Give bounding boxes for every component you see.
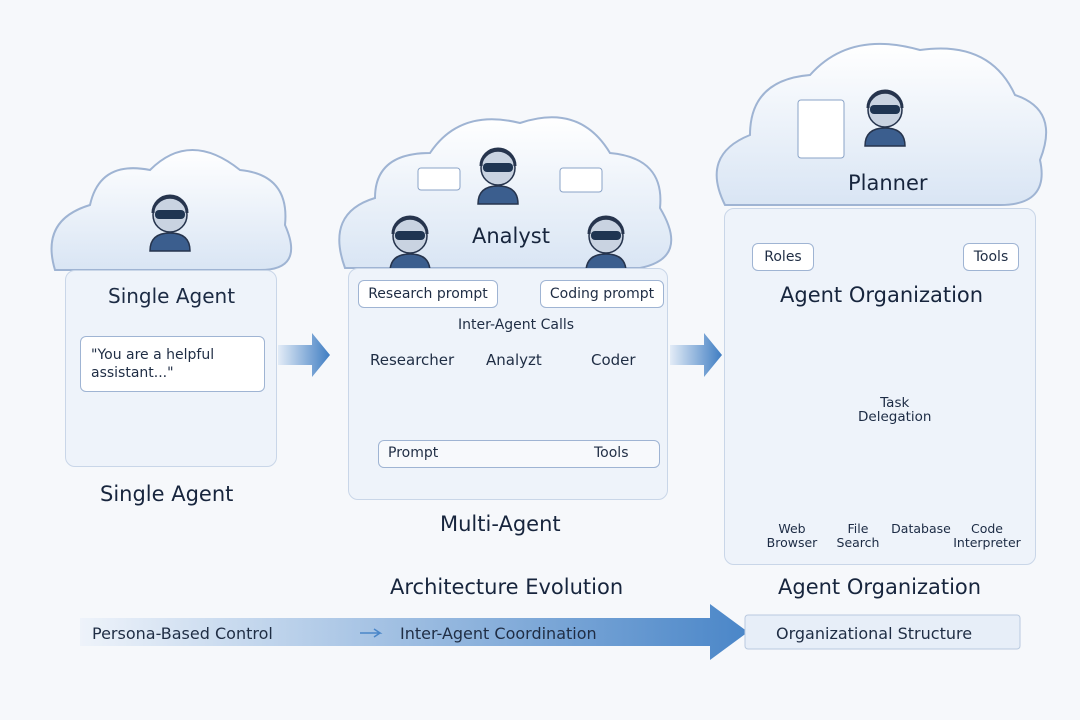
research-prompt-box: Research prompt [358,280,498,308]
multi-agent-cloud [338,116,673,274]
timeline-arrow [80,604,748,660]
agent-org-header: Agent Organization [780,283,984,307]
arrow-1 [278,333,330,377]
tool-file-search: File Search [836,521,880,550]
timeline-stage-3: Organizational Structure [776,624,973,643]
arrow-2 [670,333,722,377]
single-agent-caption: Single Agent [100,482,234,506]
tool-database: Database [891,521,951,536]
single-agent-cloud [50,149,293,271]
agent-analyzt: Analyzt [486,351,542,369]
architecture-evolution-caption: Architecture Evolution [390,575,624,599]
multi-agent-caption: Multi-Agent [440,512,561,536]
prompt-label: Prompt [388,445,439,461]
analyst-label: Analyst [472,224,550,248]
prompt-tools-bar [378,440,660,468]
inter-agent-calls-label: Inter-Agent Calls [458,317,575,333]
roles-box: Roles [752,243,814,271]
tool-web-browser: Web Browser [766,521,818,550]
planner-label: Planner [848,171,928,195]
single-agent-header: Single Agent [108,284,236,308]
timeline-stage-1: Persona-Based Control [92,624,273,643]
tools-box: Tools [963,243,1019,271]
agent-researcher: Researcher [370,351,455,369]
tools-label: Tools [594,445,629,461]
task-delegation-label: Task Delegation [858,395,932,425]
agent-coder: Coder [591,351,636,369]
system-prompt-text: "You are a helpful assistant..." [91,347,215,381]
system-prompt-box: "You are a helpful assistant..." [80,336,265,392]
agent-org-caption: Agent Organization [778,575,982,599]
tool-code-interpreter: Code Interpreter [953,521,1021,550]
timeline-stage-2: Inter-Agent Coordination [400,624,597,643]
coding-prompt-box: Coding prompt [540,280,664,308]
agent-org-cloud [715,42,1048,206]
